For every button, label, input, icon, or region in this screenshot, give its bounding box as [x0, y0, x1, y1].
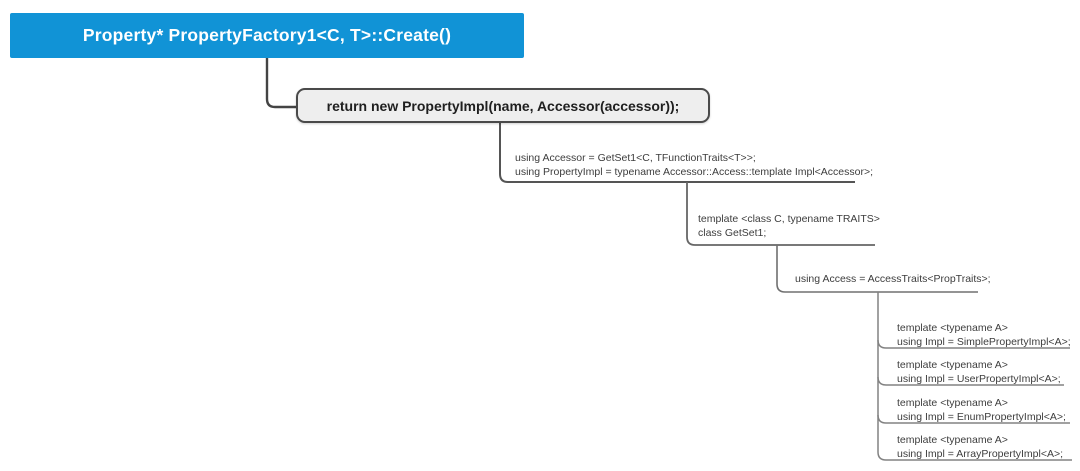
connector-leaf-simple — [877, 339, 1070, 349]
code-line: class GetSet1; — [698, 226, 767, 239]
code-line: using Impl = ArrayPropertyImpl<A>; — [897, 447, 1064, 460]
code-line: using PropertyImpl = typename Accessor::… — [515, 165, 874, 178]
call-node-return-statement[interactable]: return new PropertyImpl(name, Accessor(a… — [296, 88, 710, 123]
connector-aliases-to-getset1 — [686, 182, 875, 246]
code-line: template <typename A> — [897, 434, 1008, 446]
call-node-label: return new PropertyImpl(name, Accessor(a… — [326, 97, 680, 114]
root-node-create-function[interactable]: Property* PropertyFactory1<C, T>::Create… — [10, 13, 524, 58]
code-line: template <typename A> — [897, 322, 1008, 334]
code-line: using Accessor = GetSet1<C, TFunctionTra… — [515, 152, 756, 164]
connector-getset1-to-access — [776, 245, 978, 293]
connector-root-to-call — [265, 58, 296, 109]
code-line: using Impl = UserPropertyImpl<A>; — [897, 372, 1061, 385]
connector-leaf-user — [877, 376, 1064, 386]
code-node-simple-property-impl[interactable]: template <typename A> using Impl = Simpl… — [897, 322, 1071, 349]
code-node-user-property-impl[interactable]: template <typename A> using Impl = UserP… — [897, 359, 1061, 386]
code-line: template <class C, typename TRAITS> — [698, 213, 880, 225]
connector-access-to-leaves-spine — [877, 292, 1072, 461]
code-node-access-alias[interactable]: using Access = AccessTraits<PropTraits>; — [795, 273, 991, 287]
code-line: using Impl = SimplePropertyImpl<A>; — [897, 335, 1071, 348]
code-line: using Access = AccessTraits<PropTraits>; — [795, 273, 991, 285]
code-line: template <typename A> — [897, 359, 1008, 371]
root-node-label: Property* PropertyFactory1<C, T>::Create… — [82, 25, 452, 45]
code-node-getset1-declaration[interactable]: template <class C, typename TRAITS> clas… — [698, 213, 880, 240]
code-node-enum-property-impl[interactable]: template <typename A> using Impl = EnumP… — [897, 397, 1066, 424]
code-line: using Impl = EnumPropertyImpl<A>; — [897, 410, 1066, 423]
code-line: template <typename A> — [897, 397, 1008, 409]
connector-leaf-enum — [877, 414, 1070, 424]
connector-call-to-aliases — [499, 123, 855, 183]
code-node-type-aliases[interactable]: using Accessor = GetSet1<C, TFunctionTra… — [515, 152, 873, 179]
code-node-array-property-impl[interactable]: template <typename A> using Impl = Array… — [897, 434, 1063, 461]
